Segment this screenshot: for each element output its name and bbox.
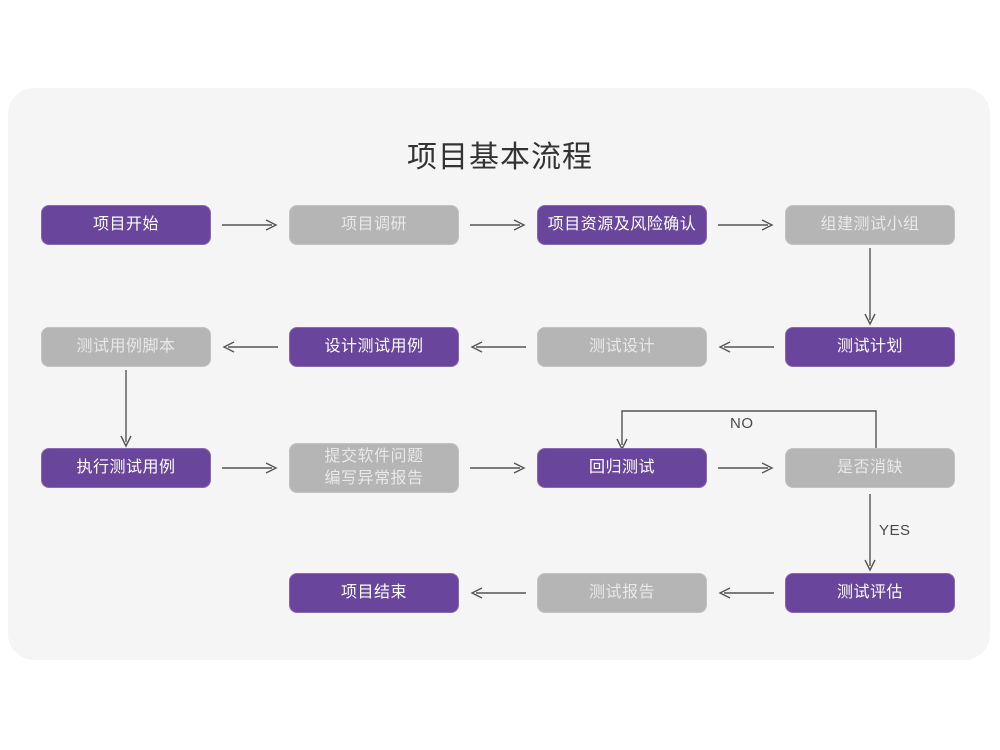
arrow-design-case-to-case-script — [222, 341, 278, 353]
node-test-case-script[interactable]: 测试用例脚本 — [41, 327, 211, 367]
edge-label-no: NO — [730, 415, 754, 432]
node-defect-cleared[interactable]: 是否消缺 — [785, 448, 955, 488]
node-project-start[interactable]: 项目开始 — [41, 205, 211, 245]
node-test-evaluate[interactable]: 测试评估 — [785, 573, 955, 613]
arrow-test-evaluate-to-test-report — [718, 587, 774, 599]
arrow-case-script-to-execute-case — [120, 370, 132, 448]
node-project-end[interactable]: 项目结束 — [289, 573, 459, 613]
arrow-regression-to-defect-cleared — [718, 462, 774, 474]
node-build-test-team[interactable]: 组建测试小组 — [785, 205, 955, 245]
arrow-start-to-research — [222, 219, 278, 231]
edge-label-yes: YES — [879, 522, 911, 539]
node-regression-test[interactable]: 回归测试 — [537, 448, 707, 488]
node-test-design[interactable]: 测试设计 — [537, 327, 707, 367]
arrow-test-report-to-project-end — [470, 587, 526, 599]
arrow-build-team-to-test-plan — [864, 248, 876, 326]
node-execute-test-case[interactable]: 执行测试用例 — [41, 448, 211, 488]
arrow-research-to-resource-risk — [470, 219, 526, 231]
arrow-test-design-to-design-case — [470, 341, 526, 353]
arrow-resource-risk-to-build-team — [718, 219, 774, 231]
node-test-report[interactable]: 测试报告 — [537, 573, 707, 613]
flowchart-card — [8, 88, 990, 660]
arrow-submit-issue-to-regression — [470, 462, 526, 474]
node-test-plan[interactable]: 测试计划 — [785, 327, 955, 367]
arrow-defect-cleared-to-test-evaluate — [864, 494, 876, 572]
node-design-test-case[interactable]: 设计测试用例 — [289, 327, 459, 367]
arrow-test-plan-to-test-design — [718, 341, 774, 353]
node-project-research[interactable]: 项目调研 — [289, 205, 459, 245]
arrow-execute-case-to-submit-issue — [222, 462, 278, 474]
page-title: 项目基本流程 — [407, 141, 593, 174]
node-resource-risk-confirm[interactable]: 项目资源及风险确认 — [537, 205, 707, 245]
node-submit-software-issue[interactable]: 提交软件问题 编写异常报告 — [289, 443, 459, 493]
